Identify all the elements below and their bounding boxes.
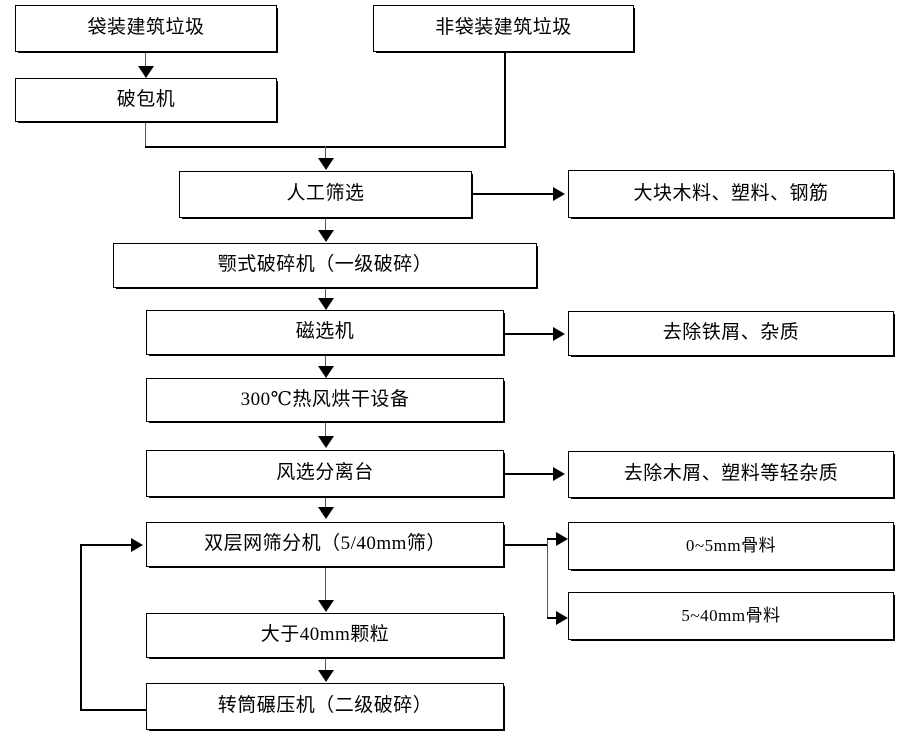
node-label: 去除铁屑、杂质 xyxy=(662,322,800,344)
node-aggregate-0-5[interactable]: 0~5mm骨料 xyxy=(568,522,894,570)
edge-aggregate-bus xyxy=(547,538,548,618)
node-label: 非袋装建筑垃圾 xyxy=(435,17,572,39)
arrowhead-manual-sorting xyxy=(318,158,334,170)
arrowhead-oversize-particles xyxy=(318,600,334,612)
edge-magnetic-to-dryer xyxy=(325,355,326,367)
arrowhead-feedback-to-screen xyxy=(131,538,143,552)
edge-bagbreaker-drop xyxy=(145,122,146,148)
node-label: 0~5mm骨料 xyxy=(685,535,777,555)
node-label: 大块木料、塑料、钢筋 xyxy=(633,182,829,204)
edge-dryer-to-airsep xyxy=(325,422,326,436)
edge-airsep-to-screen xyxy=(325,497,326,509)
node-label: 双层网筛分机（5/40mm筛） xyxy=(204,533,446,555)
node-jaw-crusher[interactable]: 颚式破碎机（一级破碎） xyxy=(113,243,537,288)
edge-screen-to-bus xyxy=(504,544,548,546)
node-label: 风选分离台 xyxy=(276,462,374,484)
edge-bagged-to-bagbreaker xyxy=(145,52,146,72)
arrowhead-air-separation xyxy=(318,436,334,448)
node-drum-roller-crusher[interactable]: 转筒碾压机（二级破碎） xyxy=(146,683,504,730)
arrowhead-hot-air-dryer xyxy=(318,366,334,378)
node-label: 人工筛选 xyxy=(286,183,365,205)
node-hot-air-dryer[interactable]: 300℃热风烘干设备 xyxy=(146,378,504,422)
node-double-deck-screen[interactable]: 双层网筛分机（5/40mm筛） xyxy=(146,522,504,567)
node-oversize-particles[interactable]: 大于40mm颗粒 xyxy=(146,613,504,658)
node-magnetic-separator[interactable]: 磁选机 xyxy=(146,310,504,355)
edge-feedback-top xyxy=(80,544,132,546)
node-bulk-output[interactable]: 大块木料、塑料、钢筋 xyxy=(568,170,894,218)
arrowhead-bulk-output xyxy=(553,187,565,201)
node-manual-sorting[interactable]: 人工筛选 xyxy=(179,171,472,218)
node-label: 袋装建筑垃圾 xyxy=(87,17,205,39)
edge-feedback-bottom xyxy=(80,709,148,711)
arrowhead-double-deck-screen xyxy=(318,507,334,519)
node-unbagged-waste[interactable]: 非袋装建筑垃圾 xyxy=(373,5,634,52)
edge-magnetic-to-ironremoval xyxy=(504,333,554,335)
node-label: 去除木屑、塑料等轻杂质 xyxy=(623,463,839,485)
edge-screen-to-oversize xyxy=(325,567,326,601)
edge-manualsorting-to-bulkoutput xyxy=(472,193,554,195)
edge-airsep-to-lightremoval xyxy=(504,473,554,475)
edge-manualsorting-to-jawcrusher xyxy=(325,218,326,232)
edge-merge-to-manualsorting xyxy=(325,146,326,162)
arrowhead-aggregate-0-5 xyxy=(556,532,568,546)
arrowhead-jaw-crusher xyxy=(318,230,334,242)
node-air-separation[interactable]: 风选分离台 xyxy=(146,450,504,497)
edge-unbagged-drop xyxy=(504,52,506,148)
node-label: 磁选机 xyxy=(295,321,355,343)
node-label: 破包机 xyxy=(116,88,176,110)
arrowhead-bagbreaker xyxy=(138,66,154,78)
arrowhead-iron-removal xyxy=(553,327,565,341)
node-label: 300℃热风烘干设备 xyxy=(240,388,410,410)
edge-bus-to-aggregate-0-5 xyxy=(547,538,561,540)
node-aggregate-5-40[interactable]: 5~40mm骨料 xyxy=(568,592,894,640)
node-label: 颚式破碎机（一级破碎） xyxy=(217,254,433,276)
node-bag-breaker[interactable]: 破包机 xyxy=(15,78,277,122)
node-label: 转筒碾压机（二级破碎） xyxy=(217,695,433,717)
node-label: 大于40mm颗粒 xyxy=(260,624,390,646)
edge-bus-to-aggregate-5-40 xyxy=(547,617,561,619)
arrowhead-light-removal xyxy=(553,467,565,481)
node-light-removal[interactable]: 去除木屑、塑料等轻杂质 xyxy=(568,451,894,498)
node-bagged-waste[interactable]: 袋装建筑垃圾 xyxy=(15,5,277,52)
arrowhead-aggregate-5-40 xyxy=(556,611,568,625)
arrowhead-magnetic-separator xyxy=(318,298,334,310)
node-label: 5~40mm骨料 xyxy=(681,605,781,625)
edge-jawcrusher-to-magnetic xyxy=(325,288,326,300)
node-iron-removal[interactable]: 去除铁屑、杂质 xyxy=(568,311,894,356)
edge-oversize-to-drumcrusher xyxy=(325,658,326,671)
edge-feedback-riser xyxy=(80,544,82,711)
arrowhead-drum-roller-crusher xyxy=(318,670,334,682)
